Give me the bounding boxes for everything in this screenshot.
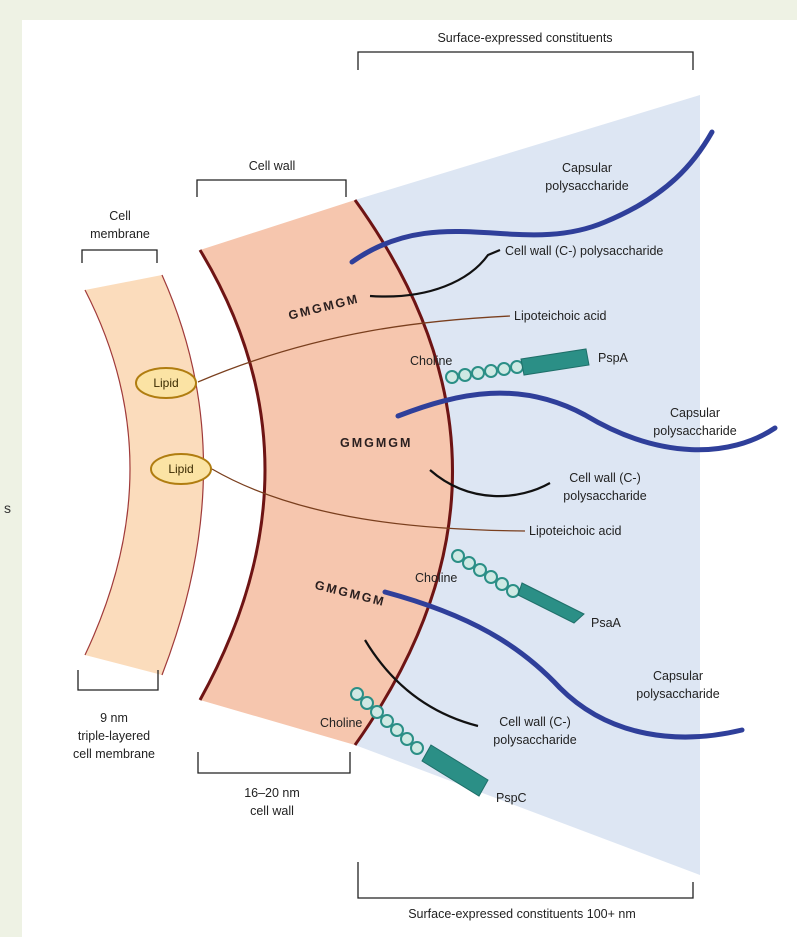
choline-bead [452, 550, 464, 562]
choline-bead [401, 733, 413, 745]
cell-wall-bottom-bracket [198, 752, 350, 773]
cell-wall-polysaccharide-label-2-line2: polysaccharide [563, 489, 646, 503]
pspa-label: PspA [598, 351, 629, 365]
surface-bottom-bracket [358, 862, 693, 898]
surface-bottom-label: Surface-expressed constituents 100+ nm [408, 907, 636, 921]
cell-wall-polysaccharide-label-1: Cell wall (C-) polysaccharide [505, 244, 663, 258]
choline-bead [472, 367, 484, 379]
choline-bead [371, 706, 383, 718]
membrane-thickness-line2: triple-layered [78, 729, 150, 743]
choline-label-pspc: Choline [320, 716, 362, 730]
capsular-label-3-line2: polysaccharide [636, 687, 719, 701]
choline-bead [411, 742, 423, 754]
cell-membrane-label-line2: membrane [90, 227, 150, 241]
choline-bead [351, 688, 363, 700]
cell-membrane-bottom-bracket [78, 670, 158, 690]
choline-bead [474, 564, 486, 576]
lipoteichoic-acid-label-1: Lipoteichoic acid [514, 309, 606, 323]
surface-top-label: Surface-expressed constituents [437, 31, 612, 45]
choline-bead [507, 585, 519, 597]
choline-label-pspa: Choline [410, 354, 452, 368]
cell-membrane-top-bracket [82, 250, 157, 263]
lipoteichoic-acid-label-2: Lipoteichoic acid [529, 524, 621, 538]
wall-thickness-line2: cell wall [250, 804, 294, 818]
choline-bead [485, 365, 497, 377]
choline-bead [485, 571, 497, 583]
choline-bead [381, 715, 393, 727]
capsular-label-2-line1: Capsular [670, 406, 720, 420]
choline-bead [446, 371, 458, 383]
cell-wall-top-bracket [197, 180, 346, 197]
surface-top-bracket [358, 52, 693, 70]
capsular-label-2-line2: polysaccharide [653, 424, 736, 438]
choline-bead [498, 363, 510, 375]
cell-membrane-label-line1: Cell [109, 209, 131, 223]
choline-bead [459, 369, 471, 381]
choline-bead [511, 361, 523, 373]
choline-bead [463, 557, 475, 569]
cell-wall-label: Cell wall [249, 159, 296, 173]
lipid-label-2: Lipid [168, 462, 193, 476]
wall-thickness-line1: 16–20 nm [244, 786, 300, 800]
choline-bead [361, 697, 373, 709]
lipid-label-1: Lipid [153, 376, 178, 390]
capsular-label-3-line1: Capsular [653, 669, 703, 683]
peptidoglycan-label-2: GMGMGM [340, 436, 412, 450]
psaa-label: PsaA [591, 616, 622, 630]
membrane-thickness-line1: 9 nm [100, 711, 128, 725]
choline-bead [496, 578, 508, 590]
pspc-label: PspC [496, 791, 527, 805]
capsular-label-1-line1: Capsular [562, 161, 612, 175]
cell-wall-polysaccharide-label-2-line1: Cell wall (C-) [569, 471, 641, 485]
cell-wall-polysaccharide-label-3-line2: polysaccharide [493, 733, 576, 747]
cell-wall-polysaccharide-label-3-line1: Cell wall (C-) [499, 715, 571, 729]
choline-bead [391, 724, 403, 736]
capsular-label-1-line2: polysaccharide [545, 179, 628, 193]
choline-label-psaa: Choline [415, 571, 457, 585]
membrane-thickness-line3: cell membrane [73, 747, 155, 761]
